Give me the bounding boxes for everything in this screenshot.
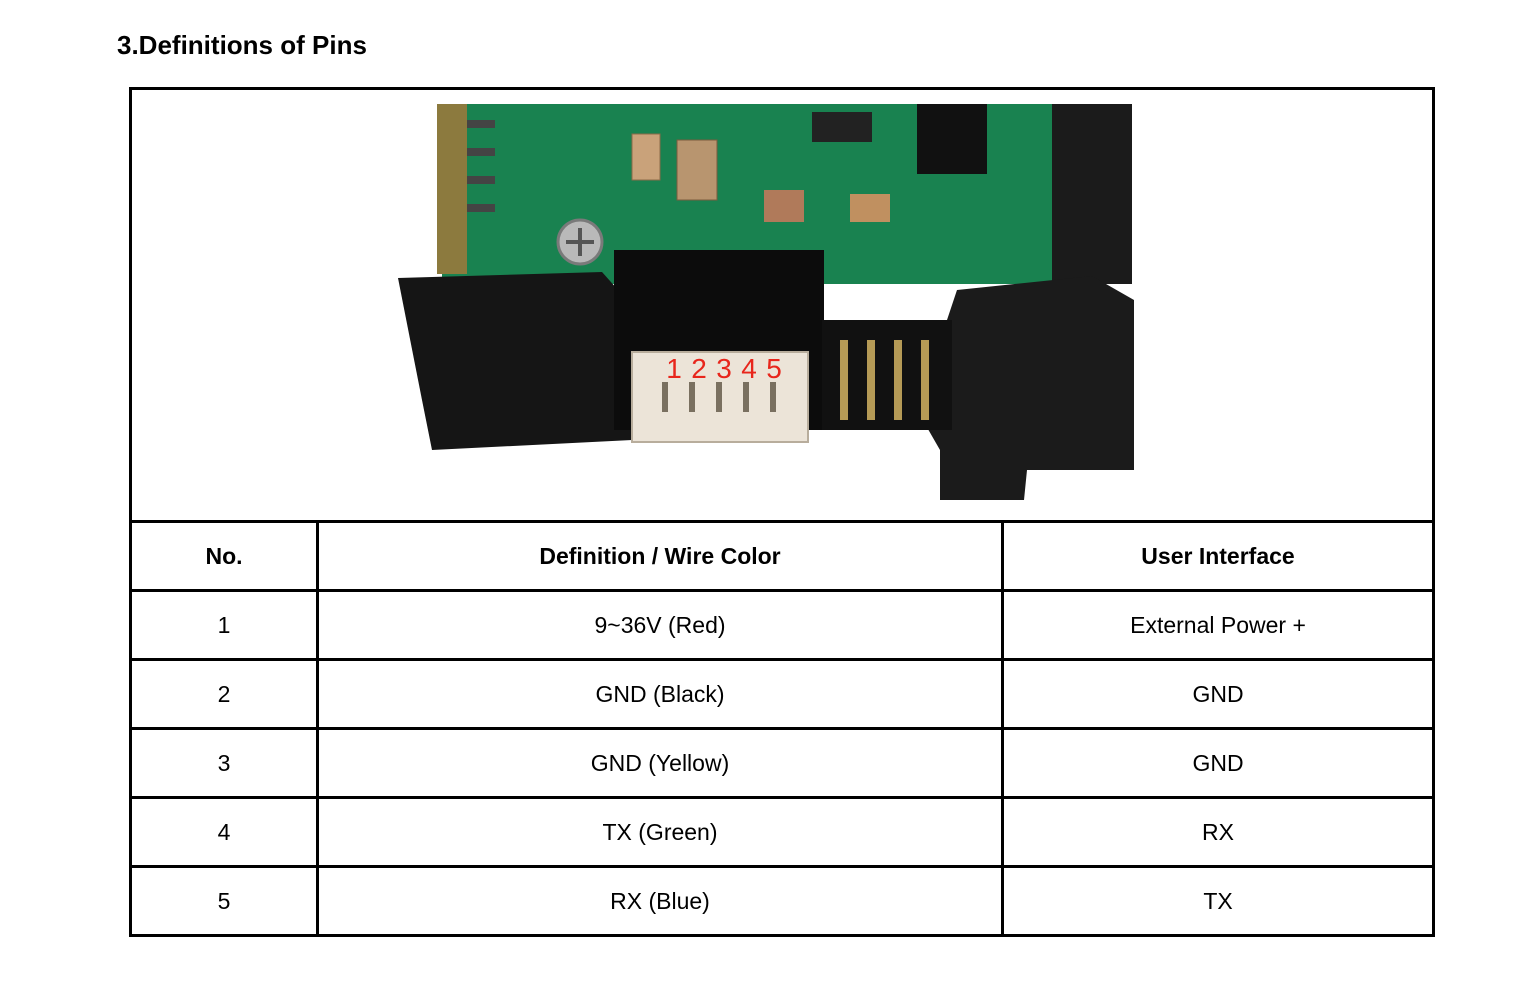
cell-definition: RX (Blue) (316, 865, 1004, 937)
capacitor-2 (676, 139, 718, 201)
left-housing (398, 272, 632, 450)
cell-interface: TX (1000, 865, 1436, 937)
cell-definition: TX (Green) (316, 796, 1004, 868)
cell-no: 1 (129, 589, 319, 661)
table-row: 1 9~36V (Red) External Power + (129, 589, 1436, 661)
cell-no: 2 (129, 658, 319, 730)
section-title: 3.Definitions of Pins (117, 30, 367, 60)
cell-definition: 9~36V (Red) (316, 589, 1004, 661)
header-pin-3 (894, 340, 902, 420)
pin-label-2: 2 (691, 353, 707, 384)
photo-cell: 1 2 3 4 5 (128, 87, 1436, 523)
right-housing (1052, 104, 1132, 284)
photo-row: 1 2 3 4 5 (128, 87, 1436, 523)
chip-large (917, 104, 987, 174)
cell-interface: RX (1000, 796, 1436, 868)
jst-slot-5 (770, 382, 776, 412)
capacitor-1 (631, 133, 661, 181)
jst-slot-2 (689, 382, 695, 412)
capacitor-3 (764, 190, 804, 222)
table-row: 3 GND (Yellow) GND (129, 727, 1436, 799)
header-no: No. (129, 520, 319, 592)
left-pin-2 (467, 148, 495, 156)
jst-slot-4 (743, 382, 749, 412)
header-pin-2 (867, 340, 875, 420)
cell-interface: GND (1000, 658, 1436, 730)
table-row: 5 RX (Blue) TX (129, 865, 1436, 937)
cell-interface: GND (1000, 727, 1436, 799)
pin-label-5: 5 (766, 353, 782, 384)
pin-label-1: 1 (666, 353, 682, 384)
jst-slot-3 (716, 382, 722, 412)
header-pin-1 (840, 340, 848, 420)
cell-no: 3 (129, 727, 319, 799)
cell-no: 5 (129, 865, 319, 937)
left-pin-3 (467, 176, 495, 184)
left-pin-strip (437, 104, 467, 274)
module-photo: 1 2 3 4 5 (132, 90, 1429, 520)
capacitor-4 (850, 194, 890, 222)
cell-definition: GND (Black) (316, 658, 1004, 730)
table-row: 4 TX (Green) RX (129, 796, 1436, 868)
header-interface: User Interface (1000, 520, 1436, 592)
header-pin-4 (921, 340, 929, 420)
chip-sot (812, 112, 872, 142)
pin-label-3: 3 (716, 353, 732, 384)
table-row: 2 GND (Black) GND (129, 658, 1436, 730)
right-bracket (917, 276, 1134, 500)
jst-slot-1 (662, 382, 668, 412)
cell-definition: GND (Yellow) (316, 727, 1004, 799)
header-definition: Definition / Wire Color (316, 520, 1004, 592)
cell-interface: External Power + (1000, 589, 1436, 661)
module-illustration: 1 2 3 4 5 (398, 104, 1134, 500)
pin-definition-table: 1 2 3 4 5 No. Definition / Wire Color Us… (128, 87, 1436, 937)
pin-label-4: 4 (741, 353, 757, 384)
left-pin-1 (467, 120, 495, 128)
cell-no: 4 (129, 796, 319, 868)
left-pin-4 (467, 204, 495, 212)
table-header-row: No. Definition / Wire Color User Interfa… (129, 520, 1436, 592)
